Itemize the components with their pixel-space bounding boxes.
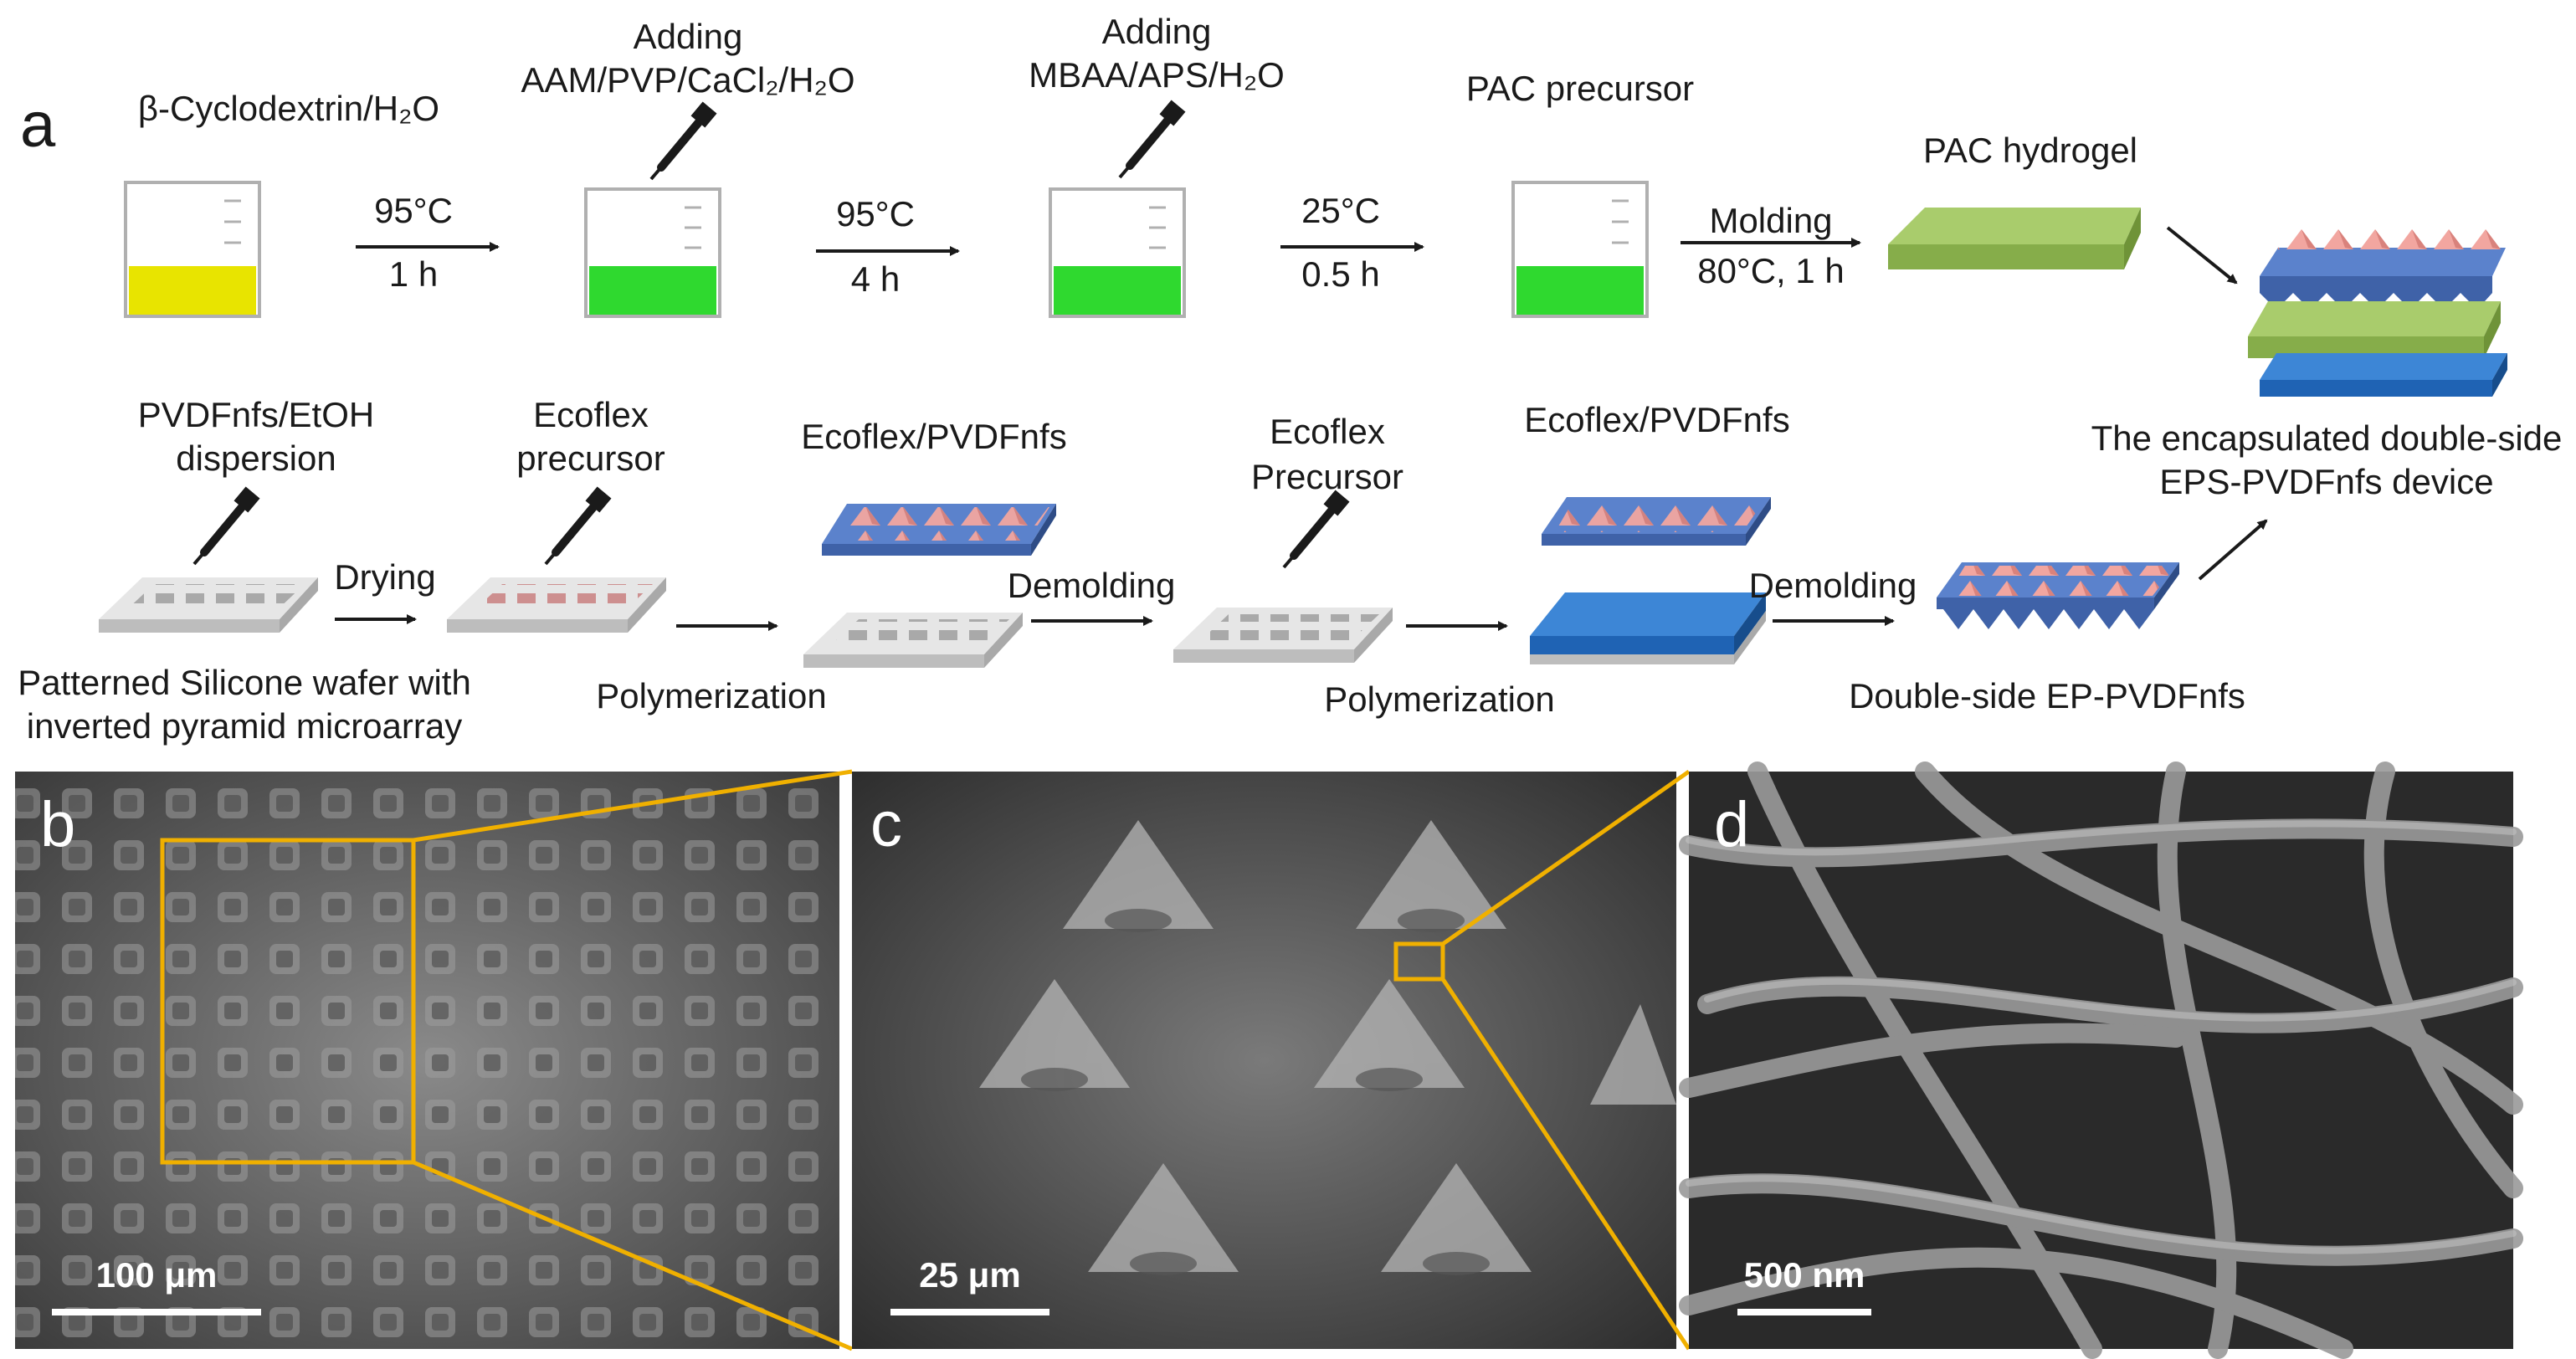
callout-line: [413, 769, 853, 843]
label-ecoflex-precursor-4: Precursor: [1250, 457, 1404, 496]
arrow-3-temperature: 25°C: [1301, 191, 1380, 230]
sem-panel-c: [852, 772, 1676, 1349]
label-pvdfnfs-dispersion-2: dispersion: [176, 438, 336, 478]
label-adding-1: Adding: [633, 17, 743, 56]
beaker-green-3: [1511, 181, 1649, 318]
panel-letter-d: d: [1714, 789, 1750, 860]
scale-bar-d-label: 500 nm: [1743, 1255, 1865, 1295]
scale-bar-c-label: 25 μm: [919, 1255, 1021, 1295]
arrow-4-molding: Molding: [1709, 201, 1833, 240]
callout-line: [1440, 977, 1691, 1351]
sem-panel-d: [1679, 762, 2523, 1359]
label-pac-hydrogel: PAC hydrogel: [1922, 131, 2138, 170]
zoom-box-b: [160, 838, 416, 1165]
callout-line: [1441, 769, 1691, 946]
label-ecoflex-precursor-2: precursor: [516, 438, 665, 478]
label-wafer-2: inverted pyramid microarray: [26, 706, 463, 746]
dropper-icon: [1118, 100, 1186, 179]
beaker-green-1: [584, 187, 721, 318]
label-ecoflex-pvdfnfs-1: Ecoflex/PVDFnfs: [801, 417, 1067, 456]
silicone-wafer-4: [1173, 608, 1393, 663]
label-pac-precursor: PAC precursor: [1465, 69, 1695, 108]
silicone-wafer-3: [803, 613, 1023, 668]
label-ecoflex-precursor-1: Ecoflex: [533, 395, 649, 434]
arrow-1-temperature: 95°C: [374, 191, 453, 230]
dropper-icon: [544, 486, 612, 566]
label-device-line-2: EPS-PVDFnfs device: [2159, 462, 2494, 501]
pac-hydrogel-slab: [1888, 208, 2141, 269]
arrow-to-device-top: [2166, 226, 2238, 285]
dropper-icon: [649, 101, 717, 181]
arrow-2-temperature: 95°C: [836, 194, 915, 233]
ecoflex-pvdfnfs-film-1: [822, 504, 1056, 556]
scale-bar-b-label: 100 μm: [95, 1255, 218, 1295]
label-drying: Drying: [334, 557, 436, 597]
double-side-ep-pvdfnfs: [1937, 562, 2179, 629]
beaker-yellow: [124, 181, 261, 318]
label-ecoflex-precursor-3: Ecoflex: [1270, 412, 1385, 451]
label-demolding-2: Demolding: [1748, 566, 1917, 605]
arrow-to-device-bottom: [2198, 519, 2268, 581]
label-reagents-1: AAM/PVP/CaCl₂/H₂O: [521, 60, 855, 100]
callout-line: [413, 1160, 853, 1351]
label-cyclodextrin: β-Cyclodextrin/H₂O: [137, 89, 440, 128]
label-double-side: Double-side EP-PVDFnfs: [1849, 676, 2245, 715]
scale-bar-b: 100 μm: [52, 1255, 261, 1322]
label-adding-2: Adding: [1101, 12, 1212, 51]
panel-letter-a: a: [20, 90, 56, 161]
label-device-line-1: The encapsulated double-side: [2091, 418, 2563, 458]
label-reagents-2: MBAA/APS/H₂O: [1029, 55, 1285, 95]
panel-letter-c: c: [870, 789, 902, 860]
label-polymerization-2: Polymerization: [1324, 680, 1555, 719]
zoom-box-c: [1393, 941, 1445, 982]
arrow-2-time: 4 h: [850, 259, 901, 299]
arrow-1-time: 1 h: [388, 254, 439, 294]
scale-bar-d: 500 nm: [1737, 1255, 1871, 1322]
encapsulated-device-stack: [2248, 226, 2507, 397]
beaker-green-2: [1049, 187, 1186, 318]
label-wafer-1: Patterned Silicone wafer with: [18, 663, 471, 702]
scale-bar-c: 25 μm: [890, 1255, 1049, 1322]
label-pvdfnfs-dispersion-1: PVDFnfs/EtOH: [137, 395, 375, 434]
dropper-icon: [1282, 490, 1350, 569]
label-ecoflex-pvdfnfs-2: Ecoflex/PVDFnfs: [1524, 400, 1790, 439]
sem-panel-b: [15, 772, 839, 1349]
silicone-wafer-2: [447, 577, 666, 633]
label-polymerization-1: Polymerization: [596, 676, 827, 715]
label-demolding-1: Demolding: [1007, 566, 1176, 605]
arrow-4-condition: 80°C, 1 h: [1697, 251, 1845, 290]
dropper-icon: [192, 486, 260, 566]
arrow-3-time: 0.5 h: [1301, 254, 1380, 294]
panel-letter-b: b: [40, 789, 76, 860]
silicone-wafer-1: [99, 577, 318, 633]
cured-ecoflex-block: [1530, 592, 1766, 664]
ecoflex-pvdfnfs-film-2: [1542, 497, 1771, 546]
